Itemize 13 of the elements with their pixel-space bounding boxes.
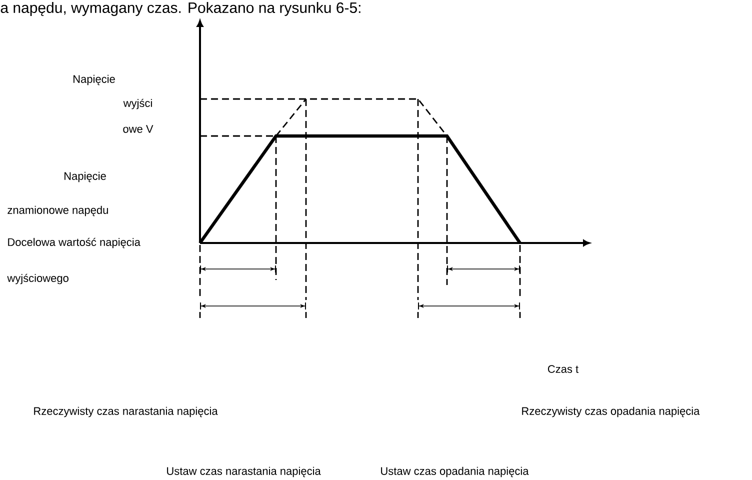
axis-label: Rzeczywisty czas opadania napięcia bbox=[522, 406, 700, 418]
axis-label: Rzeczywisty czas narastania napięcia bbox=[34, 406, 218, 418]
axis-label: Napięcie bbox=[74, 74, 115, 86]
axis-label: Ustaw czas narastania napięcia bbox=[167, 466, 321, 478]
axis-label: wyjści bbox=[123, 98, 152, 110]
axis-label: a napędu, wymagany czas. Pokazano na rysunku 6-5: bbox=[0, 2, 360, 16]
axis-label: znamionowe napędu bbox=[8, 206, 108, 216]
axis-label: Docelowa wartość napięcia bbox=[8, 238, 140, 248]
axis-label: owe V bbox=[123, 125, 154, 133]
axis-label: Czas t bbox=[548, 365, 578, 373]
axis-label: Ustaw czas opadania napięcia bbox=[381, 466, 529, 478]
axis-label: Napięcie bbox=[64, 172, 106, 182]
axis-label: wyjściowego bbox=[7, 274, 68, 284]
